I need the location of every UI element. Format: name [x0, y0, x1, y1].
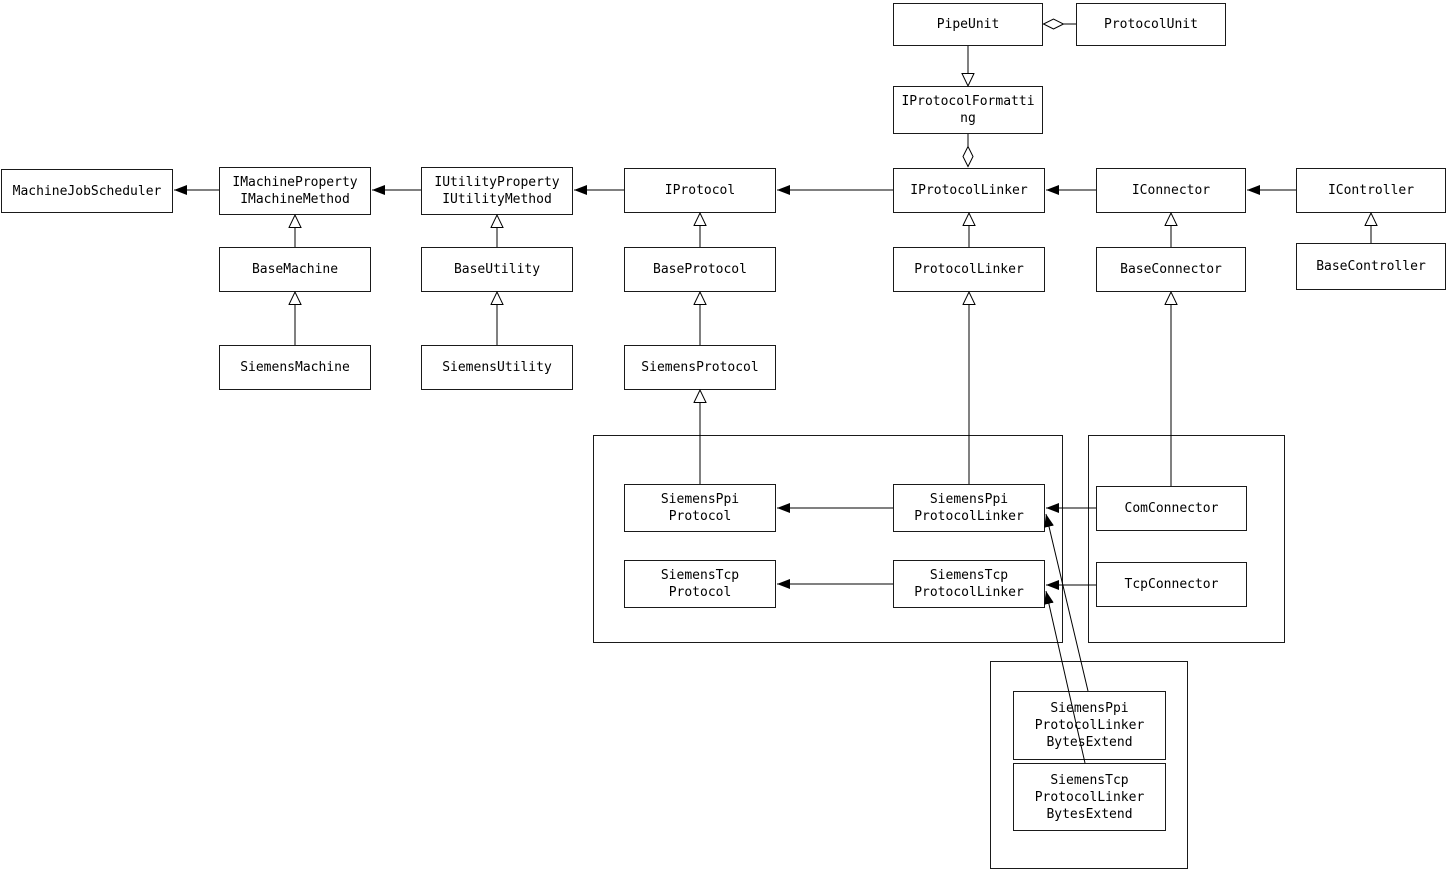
class-box-pipeunit: PipeUnit: [893, 3, 1043, 46]
class-box-iprotocol: IProtocol: [624, 168, 776, 213]
class-box-siemensmachine: SiemensMachine: [219, 345, 371, 390]
class-box-siemensppiprotocollinkerbytesextend: SiemensPpi ProtocolLinker BytesExtend: [1013, 691, 1166, 760]
class-box-protocollinker: ProtocolLinker: [893, 247, 1045, 292]
class-box-protocolunit: ProtocolUnit: [1076, 3, 1226, 46]
class-box-siemenstcpprotocollinkerbytesextend: SiemensTcp ProtocolLinker BytesExtend: [1013, 763, 1166, 831]
group-box-connectors: [1088, 435, 1285, 643]
class-box-icontroller: IController: [1296, 168, 1446, 213]
class-box-tcpconnector: TcpConnector: [1096, 562, 1247, 607]
class-box-iprotocolformatting: IProtocolFormatti ng: [893, 86, 1043, 134]
class-box-siemensutility: SiemensUtility: [421, 345, 573, 390]
group-box-bytes-extend: [990, 661, 1188, 869]
class-box-basecontroller: BaseController: [1296, 243, 1446, 290]
class-box-siemenstcpprotocol: SiemensTcp Protocol: [624, 560, 776, 608]
class-box-baseconnector: BaseConnector: [1096, 247, 1246, 292]
group-box-siemens-protocol-linker: [593, 435, 1063, 643]
class-box-iprotocollinker: IProtocolLinker: [893, 168, 1045, 213]
class-box-siemenstcpprotocollinker: SiemensTcp ProtocolLinker: [893, 560, 1045, 608]
class-box-baseutility: BaseUtility: [421, 247, 573, 292]
class-box-basemachine: BaseMachine: [219, 247, 371, 292]
class-box-comconnector: ComConnector: [1096, 486, 1247, 531]
class-box-siemensprotocol: SiemensProtocol: [624, 345, 776, 390]
class-box-iconnector: IConnector: [1096, 168, 1246, 213]
class-box-machinejobscheduler: MachineJobScheduler: [1, 169, 173, 213]
class-box-siemensppiprotocollinker: SiemensPpi ProtocolLinker: [893, 484, 1045, 532]
class-box-baseprotocol: BaseProtocol: [624, 247, 776, 292]
class-box-siemensppiprotocol: SiemensPpi Protocol: [624, 484, 776, 532]
class-box-imachineproperty: IMachineProperty IMachineMethod: [219, 167, 371, 215]
class-box-iutilityproperty: IUtilityProperty IUtilityMethod: [421, 167, 573, 215]
